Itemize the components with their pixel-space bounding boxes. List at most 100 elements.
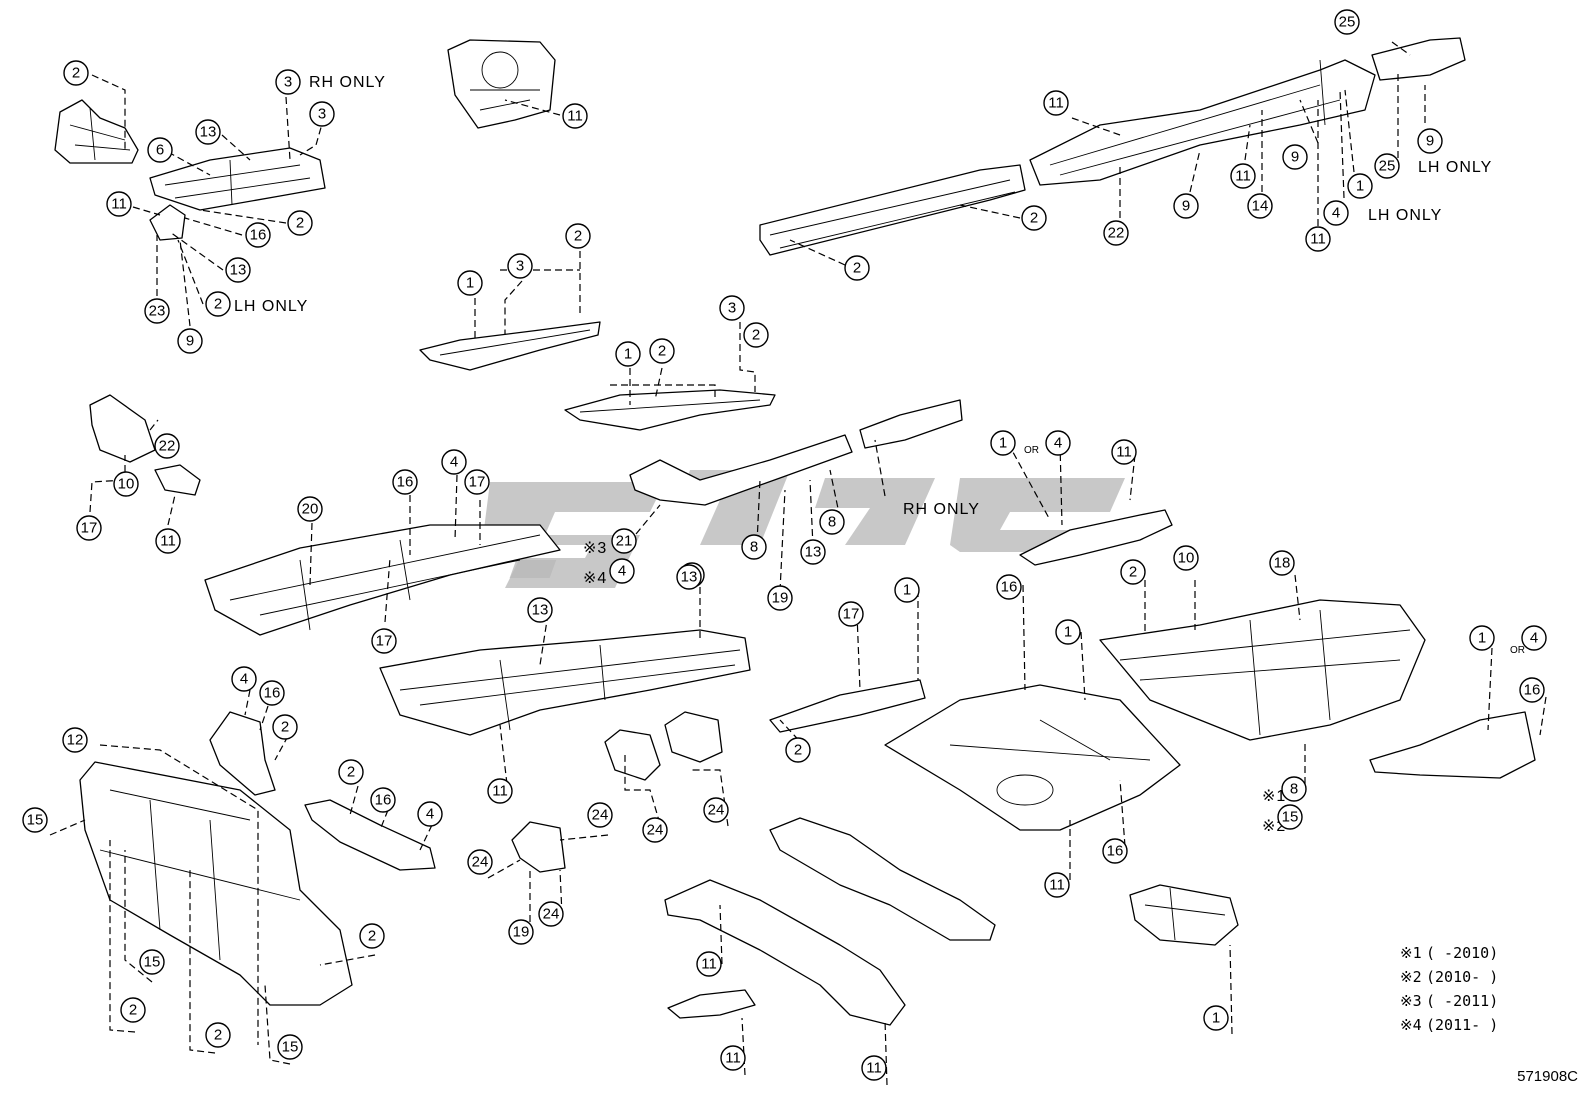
callout-9: 9 [177,328,203,354]
callout-number: 1 [1356,178,1364,195]
callout-number: 2 [574,228,582,245]
callout-number: 1 [1478,630,1486,647]
callout-circle [338,759,364,785]
callout-circle [1043,90,1069,116]
callout-number: 24 [708,802,725,819]
callout-16: 16 [1102,838,1128,864]
callout-circle [144,298,170,324]
callout-16: 16 [245,222,271,248]
callout-circle [527,597,553,623]
callout-11: 11 [1111,439,1137,465]
callout-number: 25 [1339,14,1356,31]
callout-number: 9 [186,333,194,350]
legend: ※1 ( -2010) ※2 (2010- ) ※3 ( -2011) ※4 (… [1400,944,1498,1034]
callout-16: 16 [392,469,418,495]
part-shapes [54,37,1536,1026]
callout-21: 21 [611,528,637,554]
callout-circle [120,997,146,1023]
callout-number: 18 [1274,555,1291,572]
callout-circle [231,666,257,692]
callout-15: 15 [1277,804,1303,830]
callout-15: 15 [139,949,165,975]
callout-number: 2 [214,296,222,313]
callout-circle [785,737,811,763]
callout-number: 9 [1426,133,1434,150]
callout-11: 11 [861,1055,887,1081]
callout-circle [1247,193,1273,219]
callout-number: 2 [752,327,760,344]
callout-circle [245,222,271,248]
callout-number: 17 [843,606,860,623]
callout-number: 2 [853,260,861,277]
callout-circle [719,295,745,321]
callout-circle [1519,677,1545,703]
callout-number: 16 [1001,579,1018,596]
callout-20: 20 [297,496,323,522]
callout-circle [205,291,231,317]
callout-circle [62,727,88,753]
callout-number: 4 [450,454,458,471]
callout-number: 2 [214,1027,222,1044]
callout-circle [1334,9,1360,35]
callout-9: 9 [1417,128,1443,154]
callout-13: 13 [195,119,221,145]
callout-9: 9 [1173,193,1199,219]
callout-circle [703,797,729,823]
callout-2: 2 [205,1022,231,1048]
callout-circle [838,601,864,627]
callout-8: 8 [741,534,767,560]
catalog-code: 571908C [1517,1068,1578,1085]
callout-circle [63,60,89,86]
callout-circle [894,577,920,603]
callout-2: 2 [1120,559,1146,585]
callout-11: 11 [720,1045,746,1071]
callout-circle [1469,625,1495,651]
callout-circle [1021,205,1047,231]
callout-circle [76,515,102,541]
callout-number: 8 [750,539,758,556]
callout-circle [743,322,769,348]
callout-13: 13 [800,539,826,565]
callout-number: 4 [426,806,434,823]
callout-circle [309,101,335,127]
callout-number: 8 [1290,781,1298,798]
callout-circle [272,714,298,740]
callout-2: 2 [272,714,298,740]
callout-17: 17 [371,628,397,654]
callout-number: 3 [284,74,292,91]
callout-4: 4 [1323,200,1349,226]
callout-number: 2 [347,764,355,781]
callout-number: 15 [144,954,161,971]
callout-number: 17 [81,520,98,537]
callout-2: 2 [785,737,811,763]
callout-circle [1347,173,1373,199]
callout-circle [844,255,870,281]
callout-circle [538,901,564,927]
callout-circle [587,802,613,828]
callout-number: 16 [1524,682,1541,699]
callout-number: 2 [1030,210,1038,227]
callout-number: 16 [375,792,392,809]
callout-circle [487,778,513,804]
callout-circle [609,558,635,584]
callout-number: 15 [27,812,44,829]
callout-4: 4 [1045,430,1071,456]
callout-number: 4 [1332,205,1340,222]
callout-3: 3 [719,295,745,321]
callout-number: 3 [728,300,736,317]
callout-number: 21 [616,533,633,550]
callout-2: 2 [120,997,146,1023]
callout-number: 2 [658,343,666,360]
callout-16: 16 [370,787,396,813]
callout-circle [154,433,180,459]
callout-circle [1374,153,1400,179]
callout-number: 15 [282,1039,299,1056]
callout-number: 9 [1182,198,1190,215]
callout-number: 9 [1291,149,1299,166]
callout-16: 16 [259,680,285,706]
callout-1: 1 [615,341,641,367]
callout-number: 2 [1129,564,1137,581]
callout-circle [1203,1005,1229,1031]
callout-10: 10 [1173,545,1199,571]
